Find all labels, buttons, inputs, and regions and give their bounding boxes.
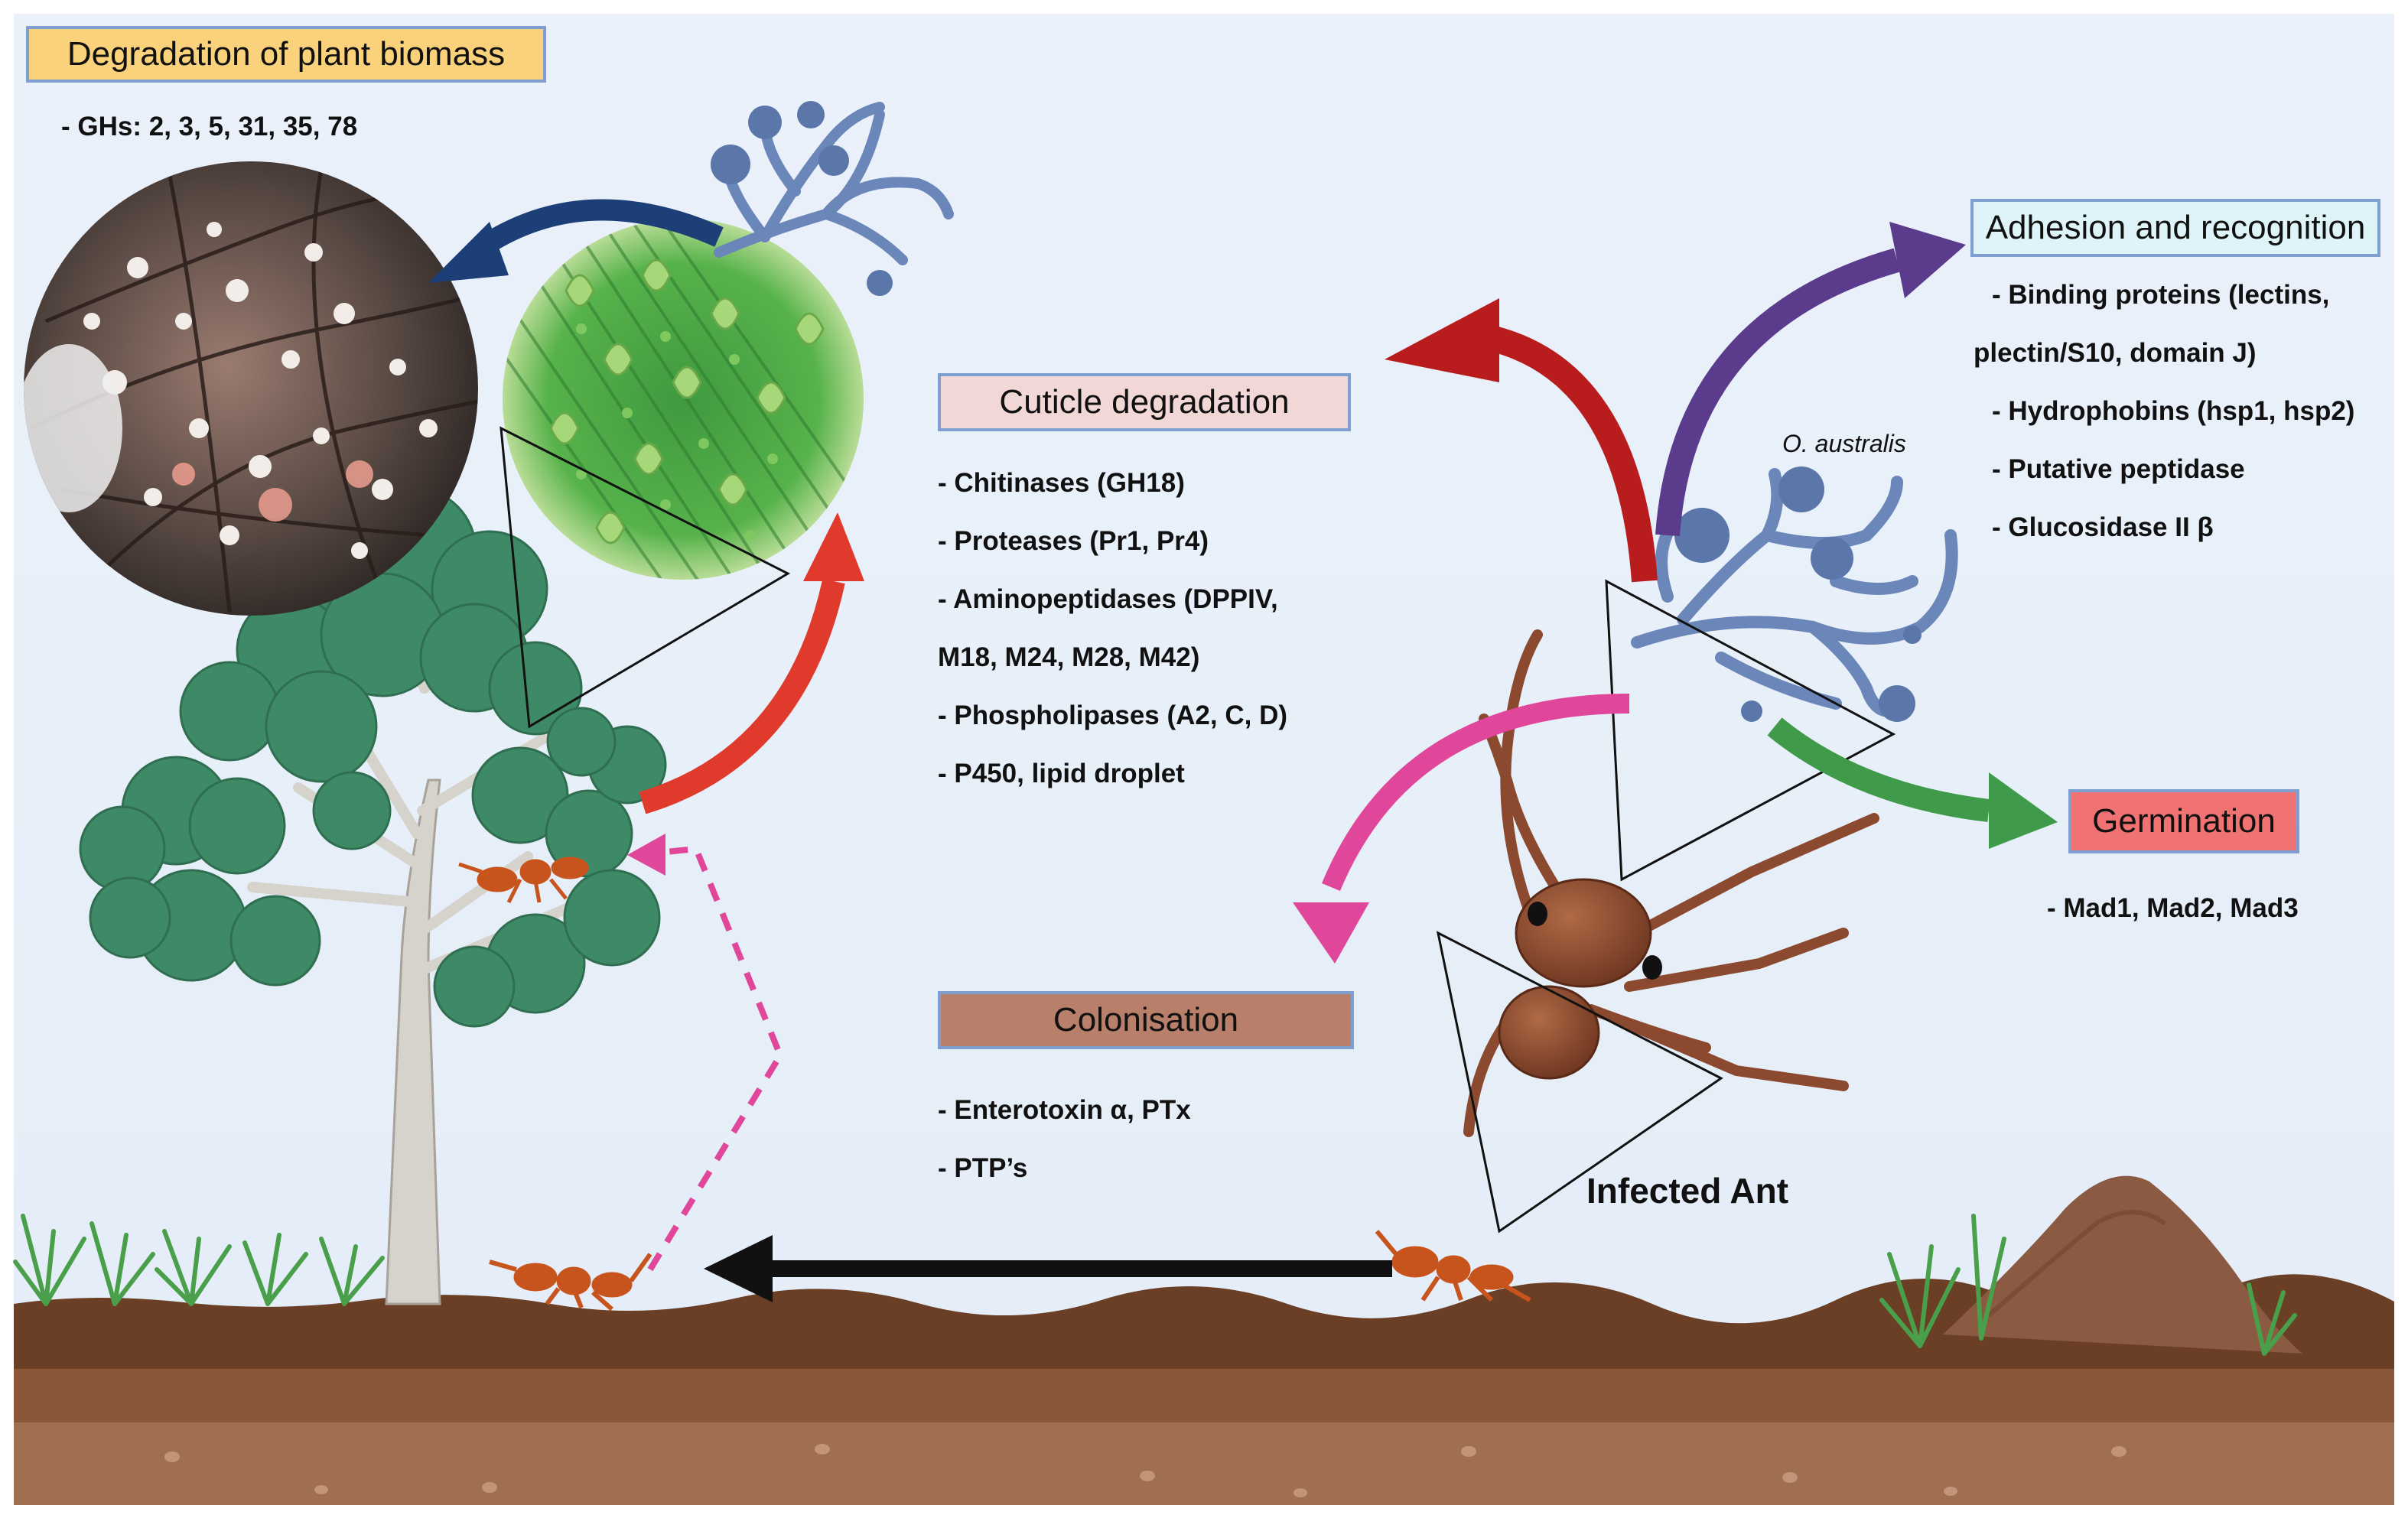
box-colonisation: Colonisation (938, 991, 1354, 1049)
list-item: - P450, lipid droplet (938, 759, 1185, 788)
list-item: - Chitinases (GH18) (938, 468, 1185, 498)
box-adhesion-recognition-title: Adhesion and recognition (1985, 209, 2366, 246)
fungus-small (714, 102, 954, 265)
species-label: O. australis (1782, 430, 1906, 457)
list-item: - Aminopeptidases (DPPIV, (938, 584, 1278, 614)
list-item: - GHs: 2, 3, 5, 31, 35, 78 (61, 112, 358, 141)
worker-ant-ground (489, 1253, 652, 1312)
list-item: - Binding proteins (lectins, (1992, 280, 2330, 310)
anthill (1943, 1175, 2302, 1354)
worker-ant-tree (458, 857, 589, 904)
zoom-triangle-fungus (1605, 579, 1896, 882)
list-item: M18, M24, M28, M42) (938, 642, 1200, 672)
zoom-triangle-ant (1436, 931, 1723, 1234)
soil-ground (14, 1274, 2394, 1505)
box-germination-title: Germination (2092, 802, 2276, 840)
infected-ant-label: Infected Ant (1586, 1171, 1789, 1211)
grass (13, 1214, 2297, 1356)
box-germination: Germination (2068, 789, 2299, 853)
spore-clusters-large (1674, 466, 1922, 722)
box-degradation-plant-biomass-title: Degradation of plant biomass (67, 35, 506, 73)
arrow-purple (1655, 222, 1966, 537)
arrow-magenta (1293, 694, 1630, 964)
arrow-darkred (1385, 298, 1658, 583)
arrow-green (1767, 717, 2058, 849)
list-item: - Phospholipases (A2, C, D) (938, 700, 1287, 730)
list-plant-biomass: - GHs: 2, 3, 5, 31, 35, 78 (61, 98, 357, 156)
mycelium-photo (24, 161, 478, 616)
box-degradation-plant-biomass: Degradation of plant biomass (26, 26, 546, 83)
list-item: - Enterotoxin α, PTx (938, 1095, 1191, 1125)
list-colonisation: - Enterotoxin α, PTx - PTP’s (938, 1081, 1191, 1198)
box-cuticle-degradation: Cuticle degradation (938, 373, 1351, 431)
arrow-navy (428, 199, 724, 283)
list-item: - Putative peptidase (1992, 454, 2245, 484)
list-item: plectin/S10, domain J) (1974, 338, 2257, 368)
list-item: - Mad1, Mad2, Mad3 (2047, 893, 2299, 923)
list-item: - PTP’s (938, 1153, 1028, 1183)
list-item: - Proteases (Pr1, Pr4) (938, 526, 1209, 556)
list-germination: - Mad1, Mad2, Mad3 (2047, 879, 2299, 938)
box-adhesion-recognition: Adhesion and recognition (1970, 199, 2380, 257)
tree (79, 486, 667, 1305)
spore-clusters-small (711, 101, 893, 296)
list-item: - Hydrophobins (hsp1, hsp2) (1992, 396, 2355, 426)
list-cuticle-degradation: - Chitinases (GH18) - Proteases (Pr1, Pr… (938, 454, 1287, 803)
arrow-dashed-magenta (627, 834, 784, 1272)
worker-ant-walking (1375, 1230, 1531, 1302)
box-colonisation-title: Colonisation (1053, 1001, 1239, 1039)
box-cuticle-degradation-title: Cuticle degradation (999, 383, 1290, 421)
arrow-red (639, 512, 864, 814)
arrow-black (704, 1235, 1392, 1302)
list-adhesion-recognition: - Binding proteins (lectins, plectin/S10… (1974, 266, 2355, 557)
list-item: - Glucosidase II β (1992, 512, 2214, 542)
